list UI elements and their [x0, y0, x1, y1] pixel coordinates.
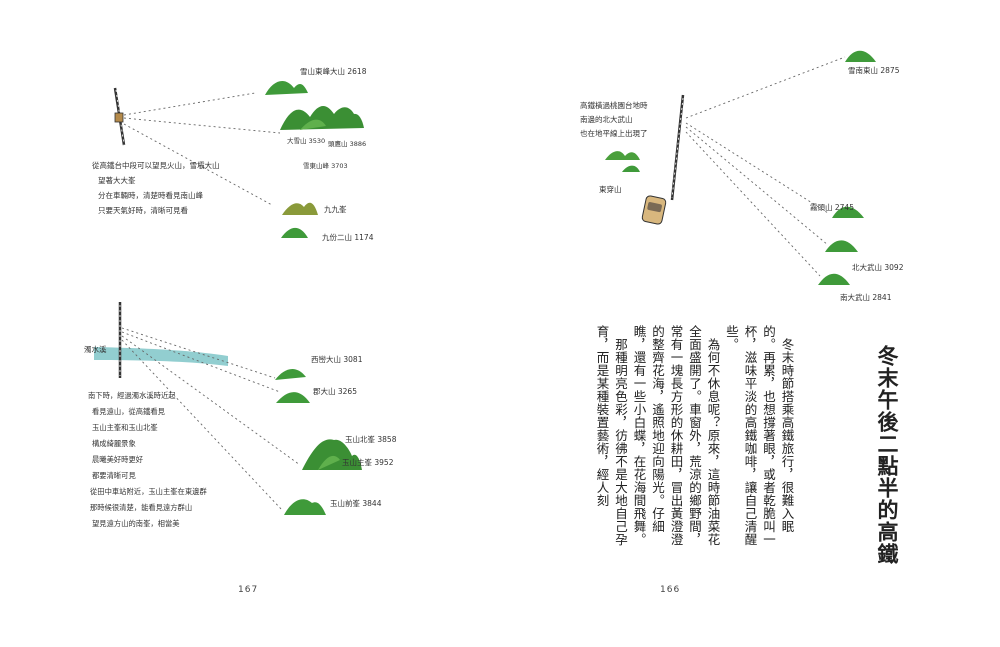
peak-labels: 濁水溪 西巒大山 3081 郡大山 3265 玉山北峯 3858 玉山主峯 39…: [84, 344, 397, 508]
mountain-icon: [275, 368, 306, 380]
page-number: 167: [238, 585, 259, 595]
river-icon: [94, 347, 228, 366]
note-line: 南邊的北大武山: [580, 114, 633, 124]
sight-lines: [121, 327, 301, 511]
note-line: 望著大大峯: [98, 175, 136, 185]
note-line: 看見遠山，從高鐵看見: [92, 407, 166, 416]
mountain-icon: [284, 499, 326, 515]
sketch-top-right: 雪南東山 2875 東穿山 霧頭山 2745 北大武山 3092 南大武山 28…: [580, 50, 904, 302]
label-peak-top: 雪南東山 2875: [848, 65, 900, 75]
paragraph: 那種明亮色彩，彷彿不是大地自己孕育，而是某種裝置藝術，經人刻: [594, 325, 629, 546]
essay-title: 冬末午後二點半的高鐵: [875, 345, 900, 565]
note-line: 從高鐵台中段可以望見火山，雪壩大山: [92, 160, 220, 170]
rail-track-icon: [113, 87, 126, 146]
train-icon: [641, 195, 667, 225]
note-line: 分在車輛時，清楚時看見南山峰: [98, 190, 203, 200]
handwritten-notes: 從高鐵台中段可以望見火山，雪壩大山 望著大大峯 分在車輛時，清楚時看見南山峰 只…: [92, 160, 220, 215]
note-line: 望見遠方山的南峯，相當美: [92, 519, 180, 528]
label-peak1: 西巒大山 3081: [311, 354, 363, 364]
rail-track-icon: [670, 94, 685, 201]
label-peak4: 九份二山 1174: [322, 232, 374, 242]
label-peak4: 玉山主峯 3952: [342, 457, 394, 467]
mountain-icon: [276, 392, 310, 403]
label-peak2: 北大武山 3092: [852, 262, 904, 272]
mountain-range-icon: [280, 106, 364, 130]
label-peak1: 霧頭山 2745: [810, 202, 854, 212]
river-label: 濁水溪: [84, 344, 107, 354]
essay-body: 冬末時節搭乘高鐵旅行，很難入眠的。再累，也想撐著眼，或者乾脆叫一杯，滋味平淡的高…: [592, 325, 796, 555]
note-line: 晨曦美好時更好: [92, 455, 143, 464]
sketch-top-left: 雪山東峰大山 2618 大雪山 3530 頭鷹山 3886 雪東山峰 3703 …: [92, 66, 374, 242]
right-page: 雪南東山 2875 東穿山 霧頭山 2745 北大武山 3092 南大武山 28…: [500, 0, 1000, 647]
paragraph: 冬末時節搭乘高鐵旅行，很難入眠的。再累，也想撐著眼，或者乾脆叫一杯，滋味平淡的高…: [724, 325, 795, 546]
note-line: 構成綺麗景象: [92, 439, 136, 448]
handwritten-notes: 高鐵橫過桃園台地時 南邊的北大武山 也在地平線上出現了: [580, 100, 648, 138]
mountain-icon: [845, 50, 876, 62]
note-line: 只要天氣好時，清晰可見看: [98, 205, 188, 215]
note-line: 都要清晰可見: [92, 471, 136, 480]
paragraph: 為何不休息呢？原來，這時節油菜花全面盛開了。車窗外，荒涼的鄉野間，常有一塊長方形…: [631, 325, 721, 546]
note-line: 那時候很清楚，能看見遠方群山: [90, 503, 192, 512]
mountain-range-icon: [302, 439, 362, 470]
label-peak-left: 東穿山: [599, 184, 622, 194]
sight-lines: [685, 56, 846, 277]
handwritten-notes: 南下時，經過濁水溪時近起 看見遠山，從高鐵看見 玉山主峯和玉山北峯 構成綺麗景象…: [88, 391, 207, 528]
label-peak5: 玉山前峯 3844: [330, 498, 382, 508]
note-line: 玉山主峯和玉山北峯: [92, 423, 158, 432]
mountain-icon: [605, 151, 640, 172]
mountain-icon: [281, 227, 308, 238]
left-page: 雪山東峰大山 2618 大雪山 3530 頭鷹山 3886 雪東山峰 3703 …: [84, 66, 397, 595]
peak-labels: 雪南東山 2875 東穿山 霧頭山 2745 北大武山 3092 南大武山 28…: [599, 65, 904, 302]
label-peak2: 郡大山 3265: [313, 386, 357, 396]
page-number: 166: [660, 585, 681, 595]
right-page-illustrations: 雪南東山 2875 東穿山 霧頭山 2745 北大武山 3092 南大武山 28…: [580, 50, 904, 302]
label-peak2a: 大雪山 3530: [287, 136, 325, 145]
note-line: 從田中車站附近，玉山主峯在東邊群: [90, 487, 207, 496]
label-peak2b: 頭鷹山 3886: [328, 139, 366, 148]
mountain-icon: [832, 206, 864, 218]
left-page-illustrations: 雪山東峰大山 2618 大雪山 3530 頭鷹山 3886 雪東山峰 3703 …: [84, 66, 397, 528]
label-peak3: 南大武山 2841: [840, 292, 892, 302]
mountain-icon: [818, 273, 850, 285]
peak-labels: 雪山東峰大山 2618 大雪山 3530 頭鷹山 3886 雪東山峰 3703 …: [287, 66, 374, 242]
note-line: 南下時，經過濁水溪時近起: [88, 391, 176, 400]
label-peak3: 九九峯: [324, 205, 347, 214]
label-peak1: 雪山東峰大山 2618: [300, 66, 367, 76]
sketch-bottom-left: 濁水溪 西巒大山 3081 郡大山 3265 玉山北峯 3858 玉山主峯 39…: [84, 302, 397, 528]
mountain-icon: [825, 240, 858, 252]
label-peak3: 玉山北峯 3858: [345, 434, 397, 444]
note-line: 也在地平線上出現了: [580, 128, 648, 138]
label-peak2c: 雪東山峰 3703: [303, 161, 348, 170]
note-line: 高鐵橫過桃園台地時: [580, 100, 648, 110]
mountain-icon: [265, 80, 308, 95]
sight-lines: [123, 92, 281, 206]
mountain-icon: [282, 202, 318, 215]
